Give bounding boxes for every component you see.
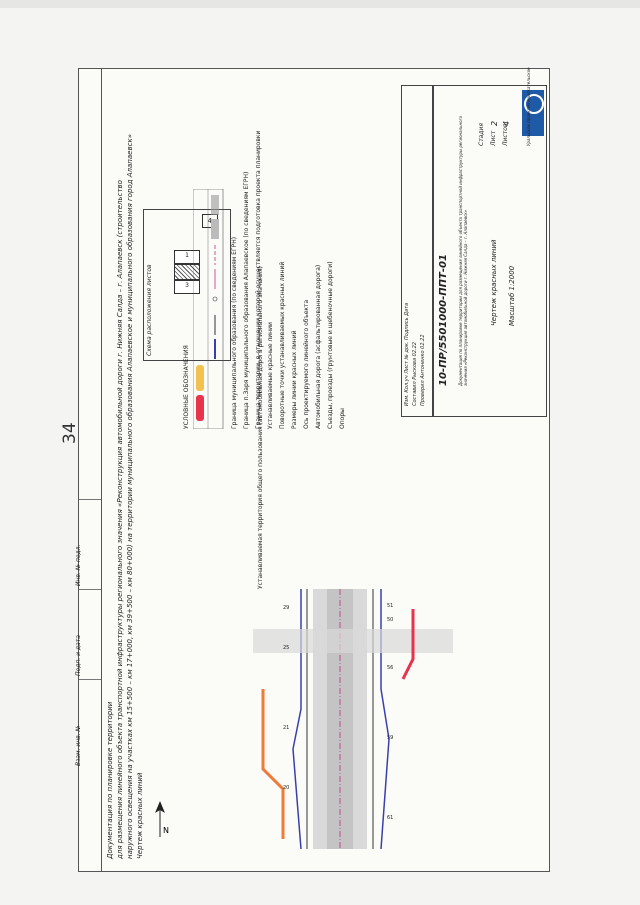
drawing-content: Документация по планировке территории дл… xyxy=(103,67,549,871)
point-label: 56 xyxy=(387,665,393,671)
revision-table: Изм. Кол.уч Лист № док. Подпись Дата Сос… xyxy=(401,85,433,417)
approval-strip: Инв. № подл. Подп. и дата Взам. инв. № xyxy=(75,69,102,871)
boundary-line xyxy=(380,589,390,849)
scheme-cell-1: 1 xyxy=(174,250,200,264)
drawing-sheet: Инв. № подл. Подп. и дата Взам. инв. № Д… xyxy=(75,67,550,872)
rev-col: Кол.уч xyxy=(404,375,410,393)
settlement-border xyxy=(261,689,285,839)
rev-name: Рыскова xyxy=(412,357,418,380)
legend-item-text: Граница п.Заря муниципального образовани… xyxy=(243,171,250,429)
strip-label: Подп. и дата xyxy=(75,635,82,676)
title-line: наружного освещения на участках км 15+50… xyxy=(126,133,134,859)
legend-item-text: Размеры линии красных линий xyxy=(291,330,298,429)
legend-swatch xyxy=(212,296,218,302)
doc-code: 10-ПР/5501000-ППТ-01 xyxy=(438,254,449,386)
crossing-road xyxy=(253,629,453,653)
rev-date: 02.22 xyxy=(420,334,426,349)
strip-cell: Подп. и дата xyxy=(75,589,101,680)
legend-table xyxy=(193,189,224,429)
legend-title: УСЛОВНЫЕ ОБОЗНАЧЕНИЯ xyxy=(183,345,190,429)
point-label: 29 xyxy=(283,605,289,611)
page-number: 34 xyxy=(60,422,80,444)
strip-label: Инв. № подл. xyxy=(75,544,82,586)
legend-symbol-column xyxy=(193,189,224,429)
sheet-value: 2 xyxy=(490,120,499,126)
sheet-label: Лист xyxy=(490,130,497,146)
rev-role: Проверил xyxy=(420,380,426,406)
rev-role: Составил xyxy=(412,381,418,406)
drawing-title: Документация по планировке территории дл… xyxy=(105,134,145,859)
legend-item-text: Устанавливаемые красные линии xyxy=(267,322,274,429)
rev-col: Изм. xyxy=(404,394,410,406)
logo-arc xyxy=(524,94,544,114)
sheets-value: 4 xyxy=(502,120,511,126)
title-line: Документация по планировке территории xyxy=(106,701,114,859)
north-arrow-icon: N xyxy=(149,799,171,842)
legend-item-text: Граница территории, в отношении которой … xyxy=(255,130,262,429)
red-lines-plan: 51 50 56 59 61 29 25 21 20 xyxy=(253,589,453,849)
stage-label: Стадия xyxy=(478,122,485,146)
rev-col: Лист xyxy=(404,361,410,374)
title-line: для размещения линейного объекта транспо… xyxy=(116,180,124,859)
rev-date: 02.22 xyxy=(412,342,418,357)
legend-swatch xyxy=(196,365,204,391)
rev-row: Проверил Антоненко 02.22 xyxy=(420,334,426,406)
scan-edge xyxy=(0,0,640,8)
title-stamp: 10-ПР/5501000-ППТ-01 Документация по пла… xyxy=(433,67,547,417)
rev-col: № док. xyxy=(404,341,410,360)
north-label: N xyxy=(163,826,169,835)
strip-cell: Взам. инв. № xyxy=(75,679,101,770)
strip-label: Взам. инв. № xyxy=(75,725,82,766)
point-label: 61 xyxy=(387,815,393,821)
drawing-title-stamp: Чертеж красных линий xyxy=(490,239,498,326)
rev-row: Составил Рыскова 02.22 xyxy=(412,342,418,406)
rev-col: Дата xyxy=(404,302,410,316)
rev-header: Изм. Кол.уч Лист № док. Подпись Дата xyxy=(404,303,410,406)
company-logo-icon xyxy=(522,90,544,136)
doc-description: Документация по планировке территории дл… xyxy=(458,115,468,386)
rev-col: Подпись xyxy=(404,317,410,340)
rev-name: Антоненко xyxy=(420,350,426,379)
scheme-cell-3: 3 xyxy=(174,280,200,294)
scale: Масштаб 1:2000 xyxy=(508,265,516,326)
legend-swatch xyxy=(211,195,219,215)
legend-item-text: Съезды, проезды (грунтовые и щебеночные … xyxy=(327,261,334,429)
point-label: 21 xyxy=(283,725,289,731)
point-label: 20 xyxy=(283,785,289,791)
strip-cell: Инв. № подл. xyxy=(75,499,101,590)
point-label: 50 xyxy=(387,617,393,623)
company-name: Уральское проектно-изыскательское xyxy=(526,67,531,146)
point-label: 25 xyxy=(283,645,289,651)
boundary-line xyxy=(292,589,302,849)
legend-item-text: Опоры xyxy=(339,408,346,429)
municipal-border xyxy=(401,609,415,680)
point-label: 51 xyxy=(387,603,393,609)
legend-swatch xyxy=(211,219,219,239)
legend-item-text: Граница муниципального образования (по с… xyxy=(231,236,238,429)
point-label: 59 xyxy=(387,735,393,741)
scheme-cell-2-hatched xyxy=(174,264,200,280)
legend-item-text: Поворотные точки устанавливаемых красных… xyxy=(279,261,286,429)
legend-item-text: Автомобильная дорога (асфальтированная д… xyxy=(315,264,322,429)
legend-swatch xyxy=(196,395,204,421)
legend-item-text: Ось проектируемого линейного объекта xyxy=(303,299,310,429)
sheets-label: Листов xyxy=(502,123,509,146)
scheme-title: Схема расположения листов xyxy=(146,264,153,356)
